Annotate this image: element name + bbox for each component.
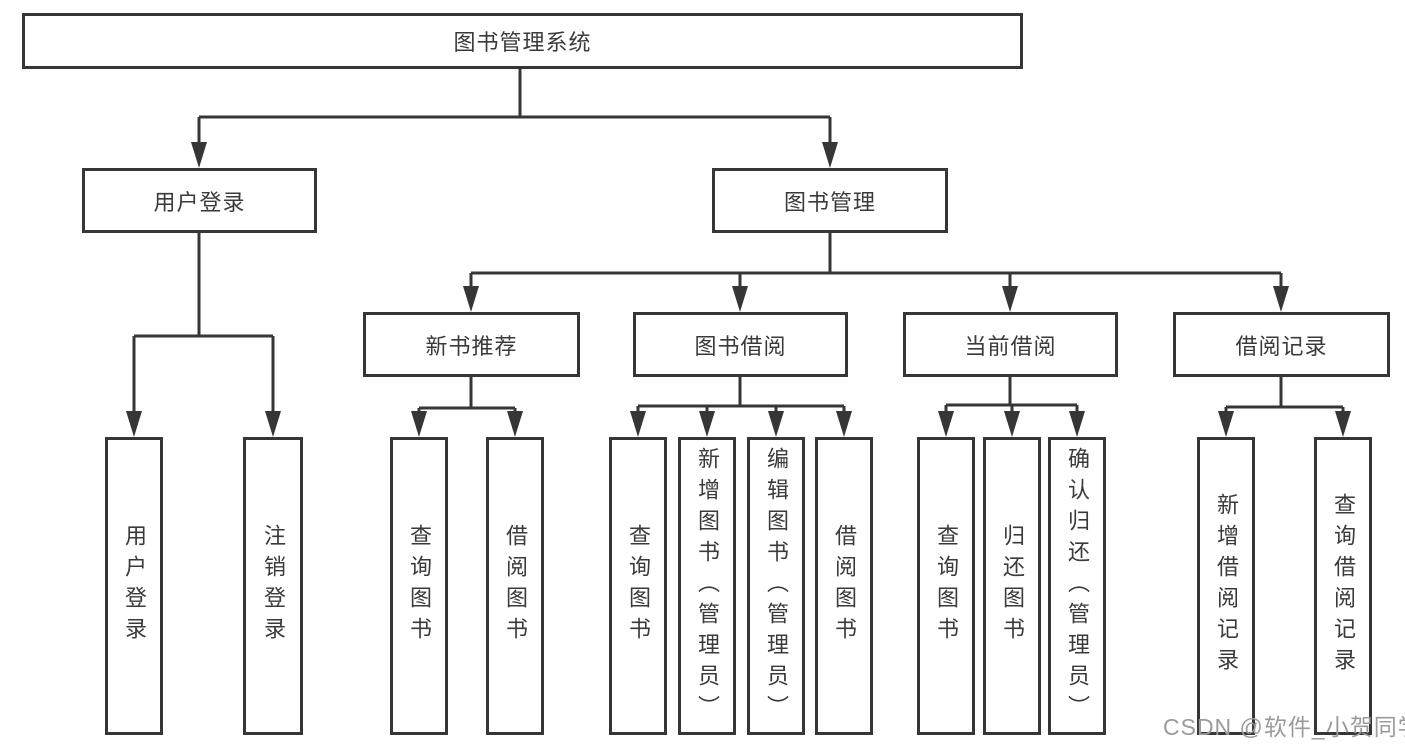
connector-path	[132, 69, 1345, 415]
node-borrow-records: 借阅记录	[1173, 312, 1390, 377]
leaf-recommend-borrow-books: 借阅图书	[486, 437, 544, 735]
leaf-records-add-record: 新增借阅记录	[1197, 437, 1255, 735]
leaf-logout: 注销登录	[243, 437, 303, 735]
leaf-logout-label: 注销登录	[261, 524, 286, 648]
leaf-borrow-add-books-admin-label: 新增图书（管理员）	[695, 446, 720, 726]
leaf-records-add-record-label: 新增借阅记录	[1214, 493, 1239, 679]
leaf-current-confirm-return-admin: 确认归还（管理员）	[1048, 437, 1106, 735]
node-current-borrow-label: 当前借阅	[964, 333, 1057, 359]
leaf-borrow-query-books-label: 查询图书	[626, 524, 651, 648]
leaf-records-query-record-label: 查询借阅记录	[1331, 493, 1356, 679]
node-book-borrow: 图书借阅	[633, 312, 848, 377]
leaf-user-login: 用户登录	[105, 437, 163, 735]
leaf-recommend-borrow-books-label: 借阅图书	[503, 524, 528, 648]
node-user-login-label: 用户登录	[153, 189, 246, 215]
node-user-login: 用户登录	[82, 168, 317, 233]
leaf-borrow-add-books-admin: 新增图书（管理员）	[678, 437, 736, 735]
leaf-borrow-borrow-books-label: 借阅图书	[832, 524, 857, 648]
leaf-current-query-books-label: 查询图书	[934, 524, 959, 648]
leaf-recommend-query-books-label: 查询图书	[407, 524, 432, 648]
leaf-current-return-books-label: 归还图书	[1000, 524, 1025, 648]
leaf-borrow-borrow-books: 借阅图书	[815, 437, 873, 735]
leaf-current-query-books: 查询图书	[917, 437, 975, 735]
csdn-watermark: CSDN @软件_小贺同学	[1163, 714, 1405, 740]
leaf-user-login-label: 用户登录	[122, 524, 147, 648]
leaf-current-return-books: 归还图书	[983, 437, 1041, 735]
leaf-current-confirm-return-admin-label: 确认归还（管理员）	[1065, 446, 1090, 726]
node-borrow-records-label: 借阅记录	[1235, 333, 1328, 359]
node-current-borrow: 当前借阅	[903, 312, 1118, 377]
leaf-borrow-edit-books-admin: 编辑图书（管理员）	[747, 437, 805, 735]
leaf-borrow-edit-books-admin-label: 编辑图书（管理员）	[764, 446, 789, 726]
node-book-borrow-label: 图书借阅	[694, 333, 787, 359]
node-new-book-recommend-label: 新书推荐	[425, 333, 518, 359]
node-book-management-label: 图书管理	[783, 189, 876, 215]
node-book-management: 图书管理	[712, 168, 948, 233]
leaf-borrow-query-books: 查询图书	[609, 437, 667, 735]
node-root: 图书管理系统	[22, 13, 1023, 69]
leaf-recommend-query-books: 查询图书	[390, 437, 448, 735]
node-root-label: 图书管理系统	[453, 30, 592, 55]
node-new-book-recommend: 新书推荐	[363, 312, 580, 377]
arrowhead-icon	[126, 142, 1351, 437]
leaf-records-query-record: 查询借阅记录	[1314, 437, 1372, 735]
